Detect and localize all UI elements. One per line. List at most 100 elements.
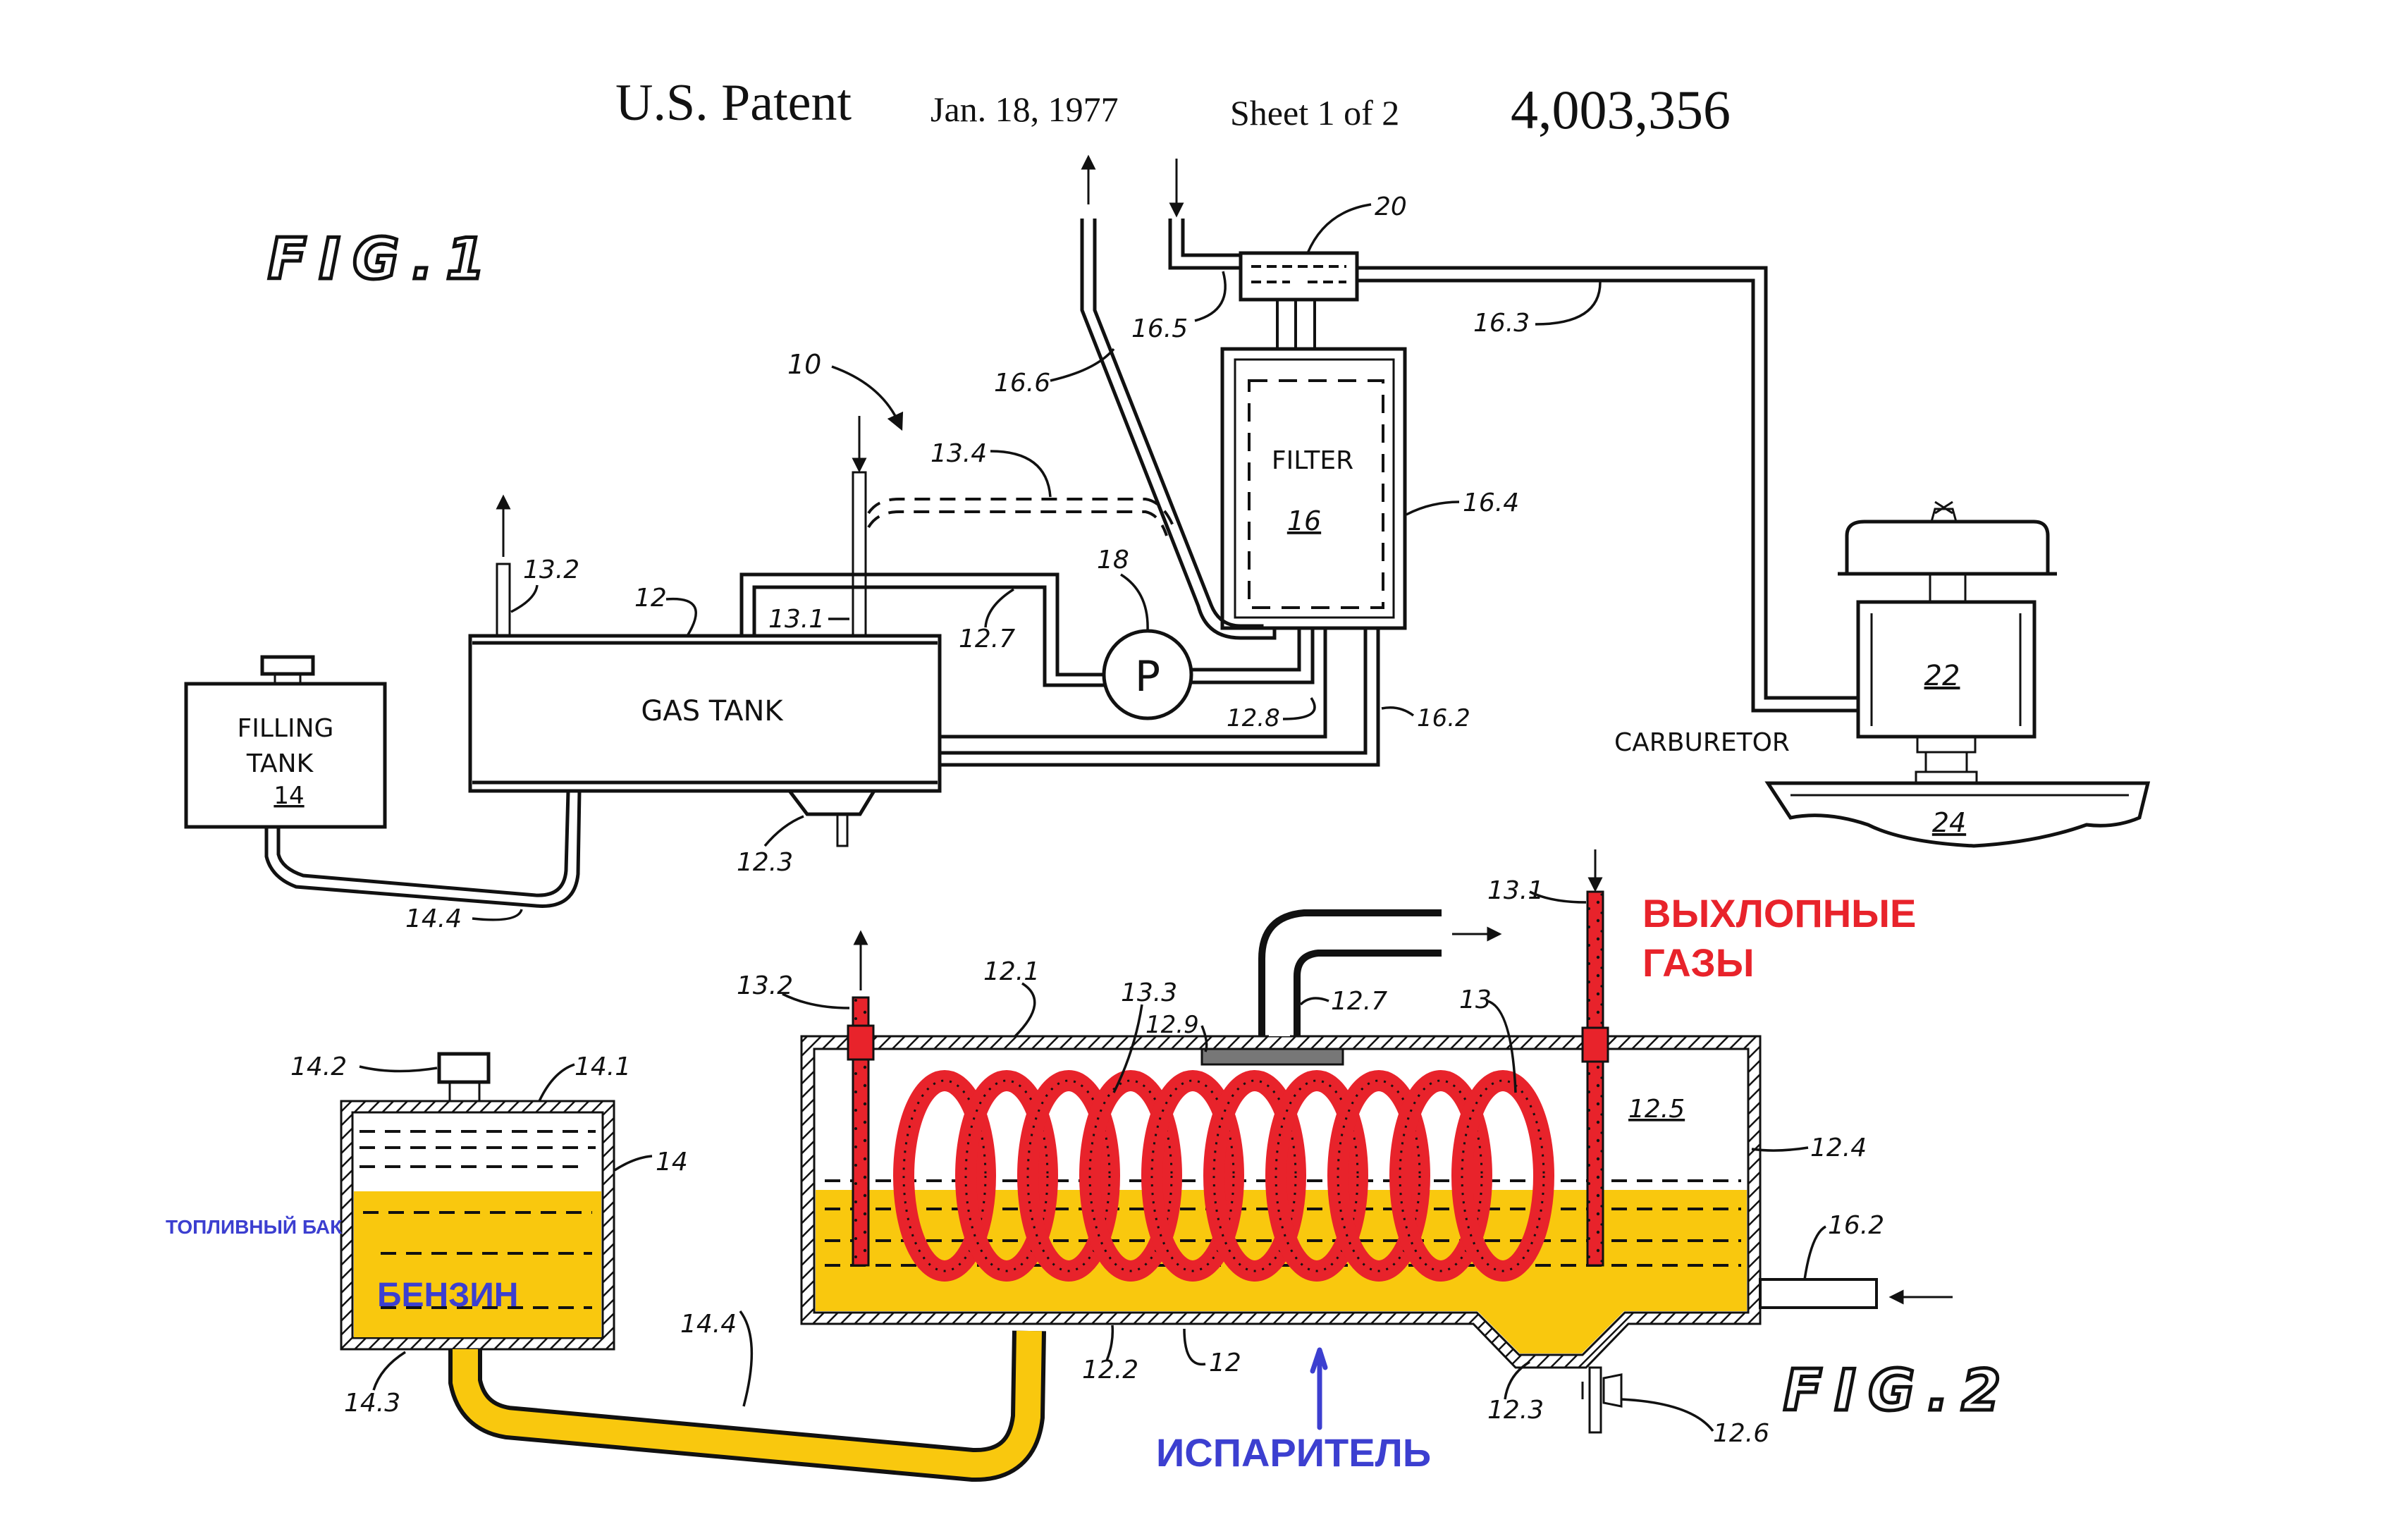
gas-tank: GAS TANK xyxy=(468,634,942,847)
line-14-4-inner xyxy=(276,790,570,897)
filter-ref: 16 xyxy=(1287,505,1321,536)
ref-12-2: 12.2 xyxy=(1082,1356,1138,1384)
line-16-5-inner xyxy=(1181,219,1241,257)
ref-13-2-fig1: 13.2 xyxy=(523,555,579,584)
fuel-cap xyxy=(437,1052,491,1084)
return-line-16-2 xyxy=(1759,1278,1878,1309)
exhaust-in-pipe-fig2 xyxy=(1586,890,1604,1267)
ref-12-3-fig2: 12.3 xyxy=(1487,1396,1544,1425)
line-16-3-inner xyxy=(1357,278,1858,713)
patent-label: U.S. Patent xyxy=(615,74,852,132)
valve-20 xyxy=(1239,251,1359,349)
leader-12-3 xyxy=(763,815,804,847)
coil-loop-speckle xyxy=(1274,1079,1359,1272)
ref-14-4-fig2: 14.4 xyxy=(680,1310,737,1339)
ref-12-5: 12.5 xyxy=(1628,1095,1685,1124)
coil-loop-speckle xyxy=(902,1079,987,1272)
leader-16-2-fig2 xyxy=(1803,1225,1826,1280)
line-12-7 xyxy=(739,572,1104,677)
leader-13-2 xyxy=(510,584,539,613)
drain-valve-12-6 xyxy=(1588,1366,1602,1434)
leader-12-1 xyxy=(1014,982,1036,1038)
coil-loop-speckle xyxy=(1337,1079,1421,1272)
coil-loop-speckle xyxy=(1150,1079,1235,1272)
exhaust-annotation-2: ГАЗЫ xyxy=(1642,940,1755,985)
ref-20: 20 xyxy=(1375,192,1407,221)
ref-13-3: 13.3 xyxy=(1121,978,1177,1007)
leader-14 xyxy=(614,1155,653,1172)
ref-14-1: 14.1 xyxy=(575,1052,631,1081)
pump-label: P xyxy=(1135,652,1160,701)
leader-14-4-fig2 xyxy=(739,1310,754,1407)
ref-14-2: 14.2 xyxy=(290,1052,347,1081)
ref-12-8: 12.8 xyxy=(1227,704,1280,732)
line-pump-filter xyxy=(1191,628,1301,672)
filling-tank-label-2: TANK xyxy=(246,749,314,778)
gasoline-annotation: БЕНЗИН xyxy=(377,1277,518,1314)
patent-date: Jan. 18, 1977 xyxy=(930,90,1119,129)
ref-13: 13 xyxy=(1459,985,1492,1014)
coil-loop-speckle xyxy=(1212,1079,1297,1272)
line-pump-filter-inner xyxy=(1191,628,1315,684)
drain-funnel xyxy=(788,790,876,816)
ref-13-4: 13.4 xyxy=(930,439,987,468)
patent-number: 4,003,356 xyxy=(1511,79,1731,140)
ref-10: 10 xyxy=(787,349,821,380)
outlet-12-7 xyxy=(1258,909,1442,1036)
fig2-title: FIG.2 xyxy=(1783,1358,2013,1423)
exhaust-out-pipe-fig2 xyxy=(852,996,870,1267)
leader-16-3 xyxy=(1535,281,1602,326)
feed-line-14-4-fill xyxy=(453,1330,1042,1478)
gas-tank-label: GAS TANK xyxy=(641,695,784,727)
screen-12-9 xyxy=(1200,1048,1344,1066)
evaporator-annotation: ИСПАРИТЕЛЬ xyxy=(1156,1430,1431,1475)
leader-12-8 xyxy=(1282,697,1316,720)
leader-14-3 xyxy=(372,1351,406,1391)
coil-loop-speckle xyxy=(964,1079,1049,1272)
ref-14-4-fig1: 14.4 xyxy=(405,904,462,933)
gasoline-fill xyxy=(354,1191,601,1337)
ref-16-4: 16.4 xyxy=(1463,489,1519,517)
leader-16-4 xyxy=(1406,500,1460,516)
ref-12-fig2: 12 xyxy=(1209,1349,1241,1377)
ref-14-3: 14.3 xyxy=(344,1389,400,1418)
leader-13-1-fig2 xyxy=(1529,890,1587,904)
engine-intake xyxy=(1764,781,2151,848)
coil-loop-speckle xyxy=(1088,1079,1173,1272)
wing-nut-icon xyxy=(1930,500,1958,522)
line-12-7-inner xyxy=(752,585,1104,687)
coil-loops xyxy=(893,1070,1554,1282)
carburetor: 22 24 xyxy=(1764,500,2151,848)
ref-16-5: 16.5 xyxy=(1131,314,1188,343)
leader-12-9 xyxy=(1200,1025,1208,1052)
ref-12-1: 12.1 xyxy=(983,957,1040,986)
leader-13-4 xyxy=(990,450,1052,498)
ref-12-7-fig2: 12.7 xyxy=(1331,987,1387,1016)
filter-label: FILTER xyxy=(1272,446,1353,475)
fuel-tank-annotation: ТОПЛИВНЫЙ БАК xyxy=(166,1215,343,1238)
leader-12-fig2 xyxy=(1183,1328,1206,1366)
ref-12-6: 12.6 xyxy=(1713,1419,1769,1448)
line-16-3 xyxy=(1357,266,1858,700)
coil-loop-speckle xyxy=(1026,1079,1111,1272)
leader-16-2-fig1 xyxy=(1381,706,1415,717)
coil-loop-speckle xyxy=(1399,1079,1483,1272)
air-cleaner xyxy=(1845,520,2050,576)
leader-13-2-fig2 xyxy=(782,993,850,1009)
leader-12-7-fig2 xyxy=(1299,997,1329,1006)
leader-12-2 xyxy=(1105,1325,1114,1361)
leader-13-3 xyxy=(1112,1004,1143,1093)
patent-header: U.S. Patent Jan. 18, 1977 Sheet 1 of 2 4… xyxy=(615,74,1731,140)
filling-tank: FILLING TANK 14 xyxy=(184,655,387,829)
line-16-2-fig1-inner xyxy=(940,628,1380,767)
leader-14-4 xyxy=(472,909,523,921)
carburetor-label: CARBURETOR xyxy=(1614,728,1790,757)
ref-16-6: 16.6 xyxy=(994,369,1050,398)
leader-16-6 xyxy=(1050,348,1115,382)
leader-16-5 xyxy=(1194,271,1227,322)
leader-12-6 xyxy=(1621,1398,1714,1432)
sheet-number: Sheet 1 of 2 xyxy=(1230,93,1399,133)
figure-2: 14.2 14.1 14 14.3 14.4 xyxy=(290,849,2013,1482)
ref-12-9: 12.9 xyxy=(1145,1011,1199,1039)
ref-16-2-fig1: 16.2 xyxy=(1417,704,1470,732)
